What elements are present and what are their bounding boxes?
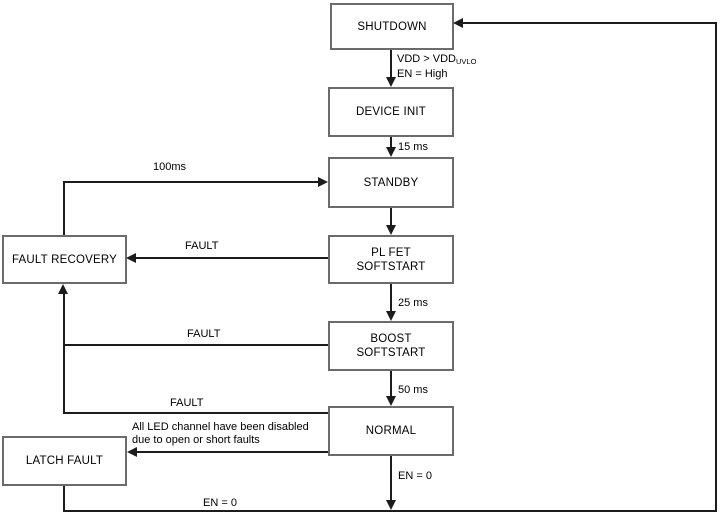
state-standby-label: STANDBY xyxy=(363,176,419,189)
state-standby: STANDBY xyxy=(328,157,454,208)
edge-label-100ms: 100ms xyxy=(153,161,187,173)
edge-label-fault-normal: FAULT xyxy=(170,397,204,409)
connector-boost-to-normal xyxy=(390,371,392,397)
state-boost-softstart: BOOST SOFTSTART xyxy=(328,321,454,371)
edge-label-vdd-condition: VDD > VDDUVLO xyxy=(397,53,477,66)
connector-pl-fet-to-fault-recovery xyxy=(136,257,328,259)
state-boost-softstart-label-line1: BOOST xyxy=(370,333,412,345)
connector-normal-to-latch-fault xyxy=(137,451,328,453)
arrowhead-down-icon xyxy=(386,500,396,510)
arrowhead-down-icon xyxy=(386,147,396,157)
state-pl-fet-softstart: PL FET SOFTSTART xyxy=(328,235,454,284)
connector-boost-fault xyxy=(63,344,328,346)
arrowhead-down-icon xyxy=(386,77,396,87)
state-shutdown-label: SHUTDOWN xyxy=(357,20,427,33)
state-fault-recovery-label: FAULT RECOVERY xyxy=(11,253,118,266)
connector-right-rail xyxy=(715,22,717,512)
edge-label-en0-latch: EN = 0 xyxy=(203,497,237,509)
arrowhead-up-icon xyxy=(58,284,68,294)
connector-bottom-rail xyxy=(63,510,717,512)
arrowhead-down-icon xyxy=(386,311,396,321)
edge-label-latch-reason-line1: All LED channel have been disabled xyxy=(132,421,309,433)
connector-rail-to-shutdown xyxy=(462,22,717,24)
arrowhead-down-icon xyxy=(386,396,396,406)
state-fault-recovery: FAULT RECOVERY xyxy=(2,235,127,284)
edge-label-50ms: 50 ms xyxy=(398,384,428,396)
edge-label-15ms: 15 ms xyxy=(398,141,428,153)
state-shutdown: SHUTDOWN xyxy=(330,3,454,50)
edge-label-en0-normal: EN = 0 xyxy=(398,470,432,482)
edge-label-fault-boost: FAULT xyxy=(187,328,221,340)
state-latch-fault: LATCH FAULT xyxy=(2,436,127,486)
arrowhead-down-icon xyxy=(386,225,396,235)
connector-fault-recovery-to-standby xyxy=(63,181,320,183)
edge-label-vdd-en: VDD > VDDUVLO EN = High xyxy=(397,53,476,81)
arrowhead-left-icon xyxy=(453,18,463,28)
arrowhead-right-icon xyxy=(318,177,328,187)
connector-normal-to-bottom-rail xyxy=(390,456,392,501)
state-normal: NORMAL xyxy=(328,406,454,456)
connector-fault-recovery-up xyxy=(63,182,65,235)
edge-label-fault-plfet: FAULT xyxy=(185,240,219,252)
connector-device-init-to-standby xyxy=(390,137,392,148)
arrowhead-left-icon xyxy=(127,447,137,457)
state-device-init: DEVICE INIT xyxy=(328,87,454,137)
edge-label-vdd-subscript: UVLO xyxy=(456,57,477,66)
connector-faults-vertical xyxy=(63,293,65,413)
state-normal-label: NORMAL xyxy=(365,425,417,437)
connector-normal-fault xyxy=(63,412,328,414)
state-pl-fet-softstart-label-line2: SOFTSTART xyxy=(356,260,426,273)
connector-pl-fet-to-boost xyxy=(390,284,392,312)
state-boost-softstart-label-line2: SOFTSTART xyxy=(356,347,426,359)
connector-shutdown-to-device-init xyxy=(390,50,392,78)
connector-standby-to-pl-fet xyxy=(390,208,392,226)
edge-label-25ms: 25 ms xyxy=(398,297,428,309)
state-device-init-label: DEVICE INIT xyxy=(356,106,426,118)
state-pl-fet-softstart-label-line1: PL FET xyxy=(371,246,411,259)
edge-label-latch-reason-line2: due to open or short faults xyxy=(132,434,260,446)
state-latch-fault-label: LATCH FAULT xyxy=(25,455,104,467)
arrowhead-left-icon xyxy=(126,253,136,263)
connector-latch-fault-to-rail xyxy=(63,486,65,512)
edge-label-en-high: EN = High xyxy=(397,68,448,80)
edge-label-latch-reason: All LED channel have been disabled due t… xyxy=(132,421,309,447)
